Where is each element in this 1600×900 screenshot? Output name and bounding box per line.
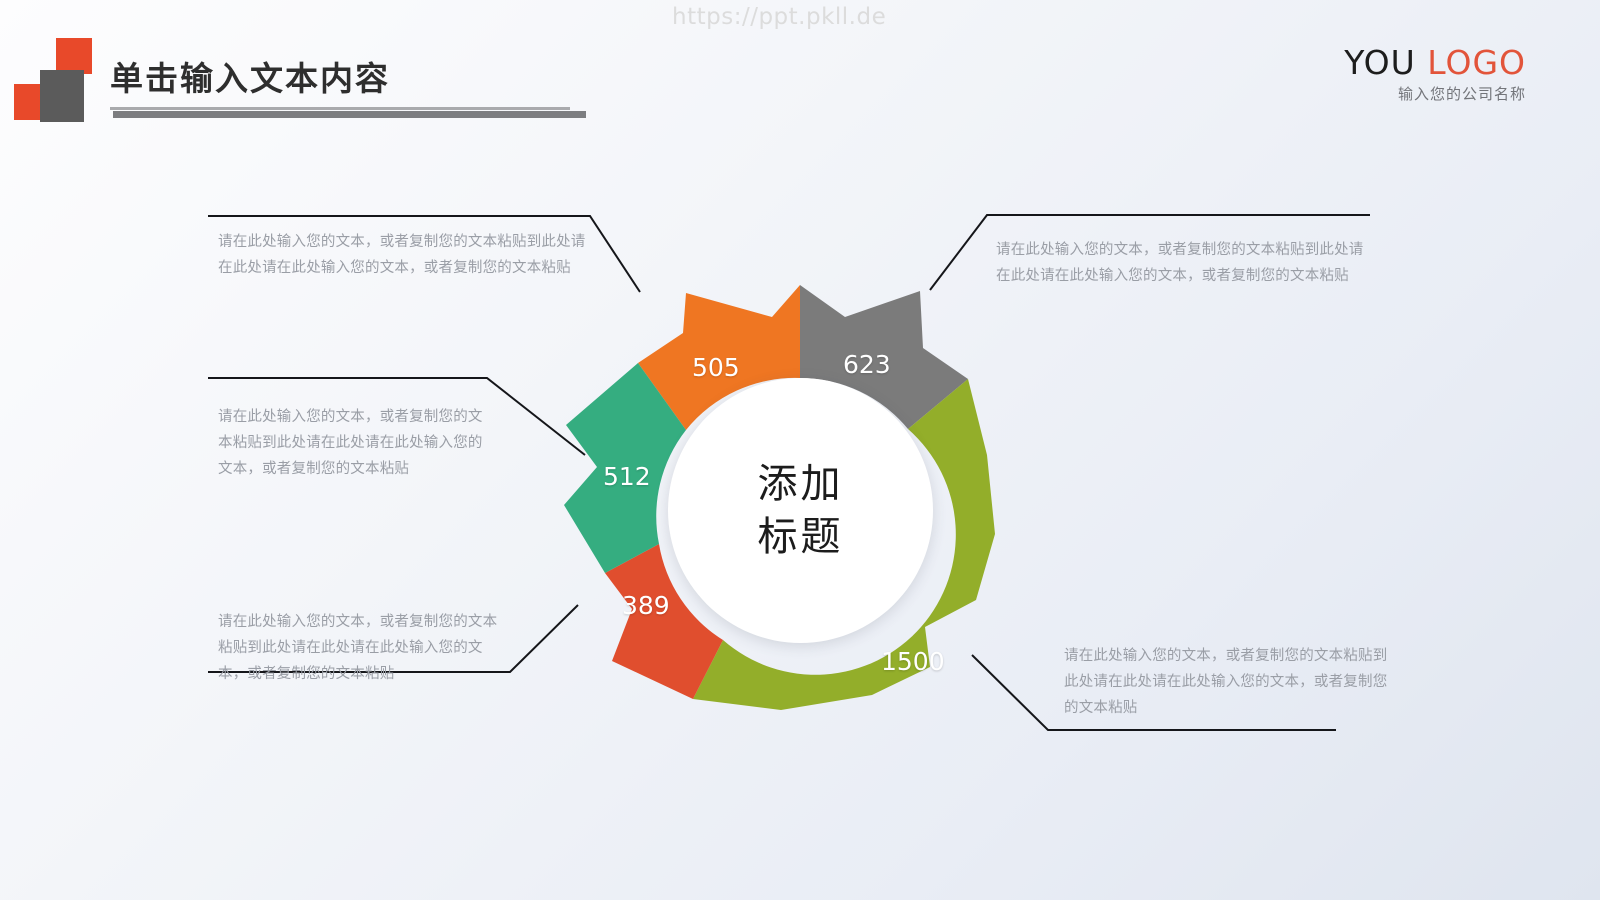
callout-top-left: 请在此处输入您的文本，或者复制您的文本粘贴到此处请在此处请在此处输入您的文本，或… [218, 234, 586, 276]
callout-bottom-left: 请在此处输入您的文本，或者复制您的文本粘贴到此处请在此处请在此处输入您的文本，或… [218, 614, 498, 682]
slice-label-teal: 512 [603, 462, 651, 491]
logo-accent-text: LOGO [1427, 43, 1526, 82]
title-underline-thick [113, 111, 586, 118]
callout-bottom-right: 请在此处输入您的文本，或者复制您的文本粘贴到此处请在此处请在此处输入您的文本，或… [1064, 648, 1388, 716]
donut-center-title-line1: 添加 [757, 460, 844, 507]
logo-wordmark: YOU LOGO [1344, 46, 1526, 79]
title-underline-thin [110, 107, 570, 110]
donut-slice-red [605, 544, 723, 699]
slice-label-red: 389 [622, 591, 670, 620]
donut-slice-green [693, 379, 995, 710]
slice-label-gray: 623 [843, 350, 891, 379]
donut-slice-teal [564, 363, 686, 573]
donut-slice-orange [638, 285, 800, 430]
donut-center: 添加 标题 [668, 378, 933, 643]
donut-center-title-line2: 标题 [757, 513, 844, 560]
footer-nav: ‹ › [0, 842, 1600, 876]
slice-label-orange: 505 [692, 353, 740, 382]
donut-center-title: 添加 标题 [758, 458, 844, 564]
donut-slices [564, 285, 995, 710]
watermark-text: https://ppt.pkll.de [672, 4, 887, 30]
logo-subtitle: 输入您的公司名称 [1397, 86, 1526, 103]
company-logo: YOU LOGO 输入您的公司名称 [1344, 46, 1526, 102]
header-square-orange-left [14, 84, 44, 120]
logo-primary-text: YOU [1344, 43, 1416, 82]
header-square-gray [40, 70, 84, 122]
donut-slice-gray [800, 285, 968, 429]
header-square-orange-top [56, 38, 92, 74]
slice-label-green: 1500 [881, 647, 945, 676]
page-title: 单击输入文本内容 [110, 59, 390, 98]
callout-top-right: 请在此处输入您的文本，或者复制您的文本粘贴到此处请在此处请在此处输入您的文本，或… [996, 242, 1364, 284]
donut-chart [535, 255, 1065, 715]
callout-middle-left: 请在此处输入您的文本，或者复制您的文本粘贴到此处请在此处请在此处输入您的文本，或… [218, 409, 483, 477]
